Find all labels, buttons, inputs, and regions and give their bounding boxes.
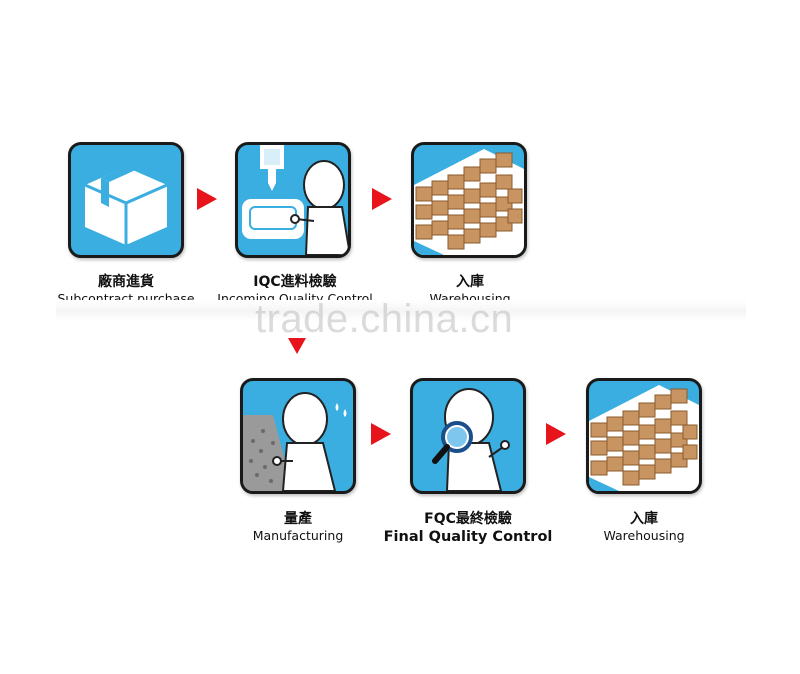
flow-arrow [197,188,217,210]
step-title-zh: 入庫 [456,274,484,290]
inspector-icon [242,145,348,255]
step-title-en: Warehousing [603,528,685,543]
blur-band [56,300,746,322]
step-label: 廠商進貨 Subcontract purchase [41,273,211,300]
step-title-zh: FQC最終檢驗 [424,511,512,527]
step-title-zh: IQC進料檢驗 [253,274,337,290]
flow-arrow [371,423,391,445]
step-title-en: Incoming Quality Control [217,291,373,300]
flow-arrow-down [288,338,306,354]
watermark: trade.china.cn [255,297,514,341]
step-tile-iqc [235,142,351,258]
step-title-zh: 量產 [284,511,312,527]
step-label: IQC進料檢驗 Incoming Quality Control [210,273,380,300]
step-label: 量產 Manufacturing [213,510,383,544]
box-icon [84,160,168,245]
step-label: FQC最終檢驗 Final Quality Control [383,510,553,546]
step-label: 入庫 Warehousing [385,273,555,300]
step-title-en: Manufacturing [252,528,344,543]
warehouse-icon [589,385,699,491]
step-title-zh: 入庫 [630,511,658,527]
step-title-en: Final Quality Control [383,529,553,545]
step-tile-fqc [410,378,526,494]
warehouse-icon [414,149,524,255]
manufacturing-icon [243,392,347,491]
step-tile-warehouse-1 [411,142,527,258]
flow-arrow [372,188,392,210]
step-title-en: Subcontract purchase [57,291,195,300]
magnifier-icon [432,388,510,491]
step-label: 入庫 Warehousing [559,510,729,544]
step-tile-purchase [68,142,184,258]
step-tile-warehouse-2 [586,378,702,494]
step-title-en: Warehousing [429,291,511,300]
step-title-zh: 廠商進貨 [98,274,154,290]
flow-arrow [546,423,566,445]
step-tile-manufacturing [240,378,356,494]
